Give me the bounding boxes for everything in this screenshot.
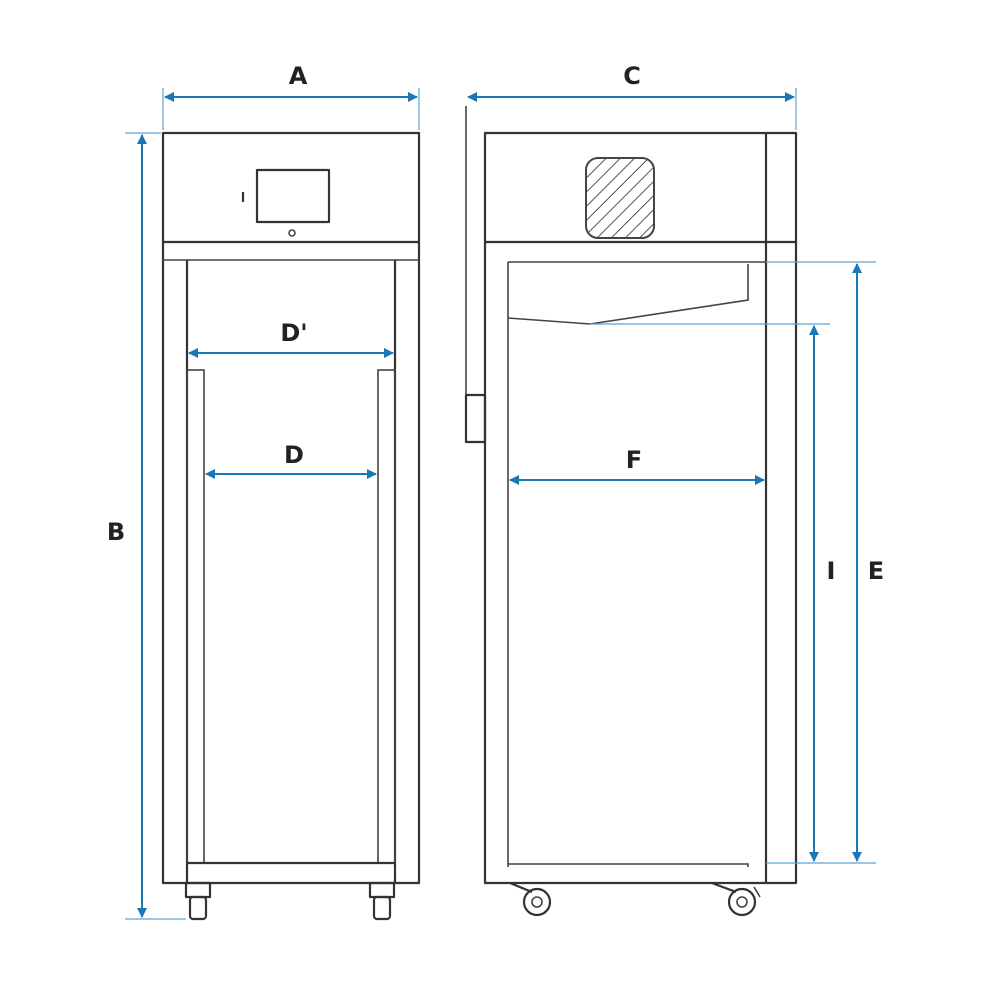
dimension-d: D xyxy=(205,441,377,479)
dimension-c: C xyxy=(467,62,797,130)
dimension-a: A xyxy=(162,62,420,130)
front-view xyxy=(161,131,421,921)
dimension-i: I xyxy=(590,323,836,864)
front-left-caster xyxy=(184,881,212,921)
dimension-e: E xyxy=(766,261,884,864)
dimension-label-d-prime: D' xyxy=(280,319,307,347)
front-right-post xyxy=(377,369,396,864)
dimension-label-b: B xyxy=(107,518,125,546)
front-left-post xyxy=(186,369,205,864)
dimension-label-i: I xyxy=(827,557,836,585)
air-duct xyxy=(507,264,749,325)
side-chamber-floor xyxy=(508,863,749,867)
dimension-d-prime: D' xyxy=(188,319,394,358)
dimension-label-f: F xyxy=(626,446,642,474)
dimension-label-e: E xyxy=(868,557,884,585)
dimension-label-d: D xyxy=(284,441,304,469)
front-right-caster xyxy=(368,881,396,921)
dimension-f: F xyxy=(509,446,765,485)
dimension-b: B xyxy=(107,132,186,920)
side-rear-caster xyxy=(711,881,761,917)
dimension-label-a: A xyxy=(289,62,308,90)
control-screen xyxy=(255,168,331,224)
door-handle xyxy=(464,393,487,444)
side-front-caster xyxy=(509,881,552,917)
side-cabinet-outline xyxy=(483,131,798,885)
compressor-vent xyxy=(585,157,655,239)
side-view xyxy=(464,106,798,917)
usb-port xyxy=(288,229,296,237)
dimension-label-c: C xyxy=(623,62,641,90)
front-cabinet-outline xyxy=(161,131,421,885)
